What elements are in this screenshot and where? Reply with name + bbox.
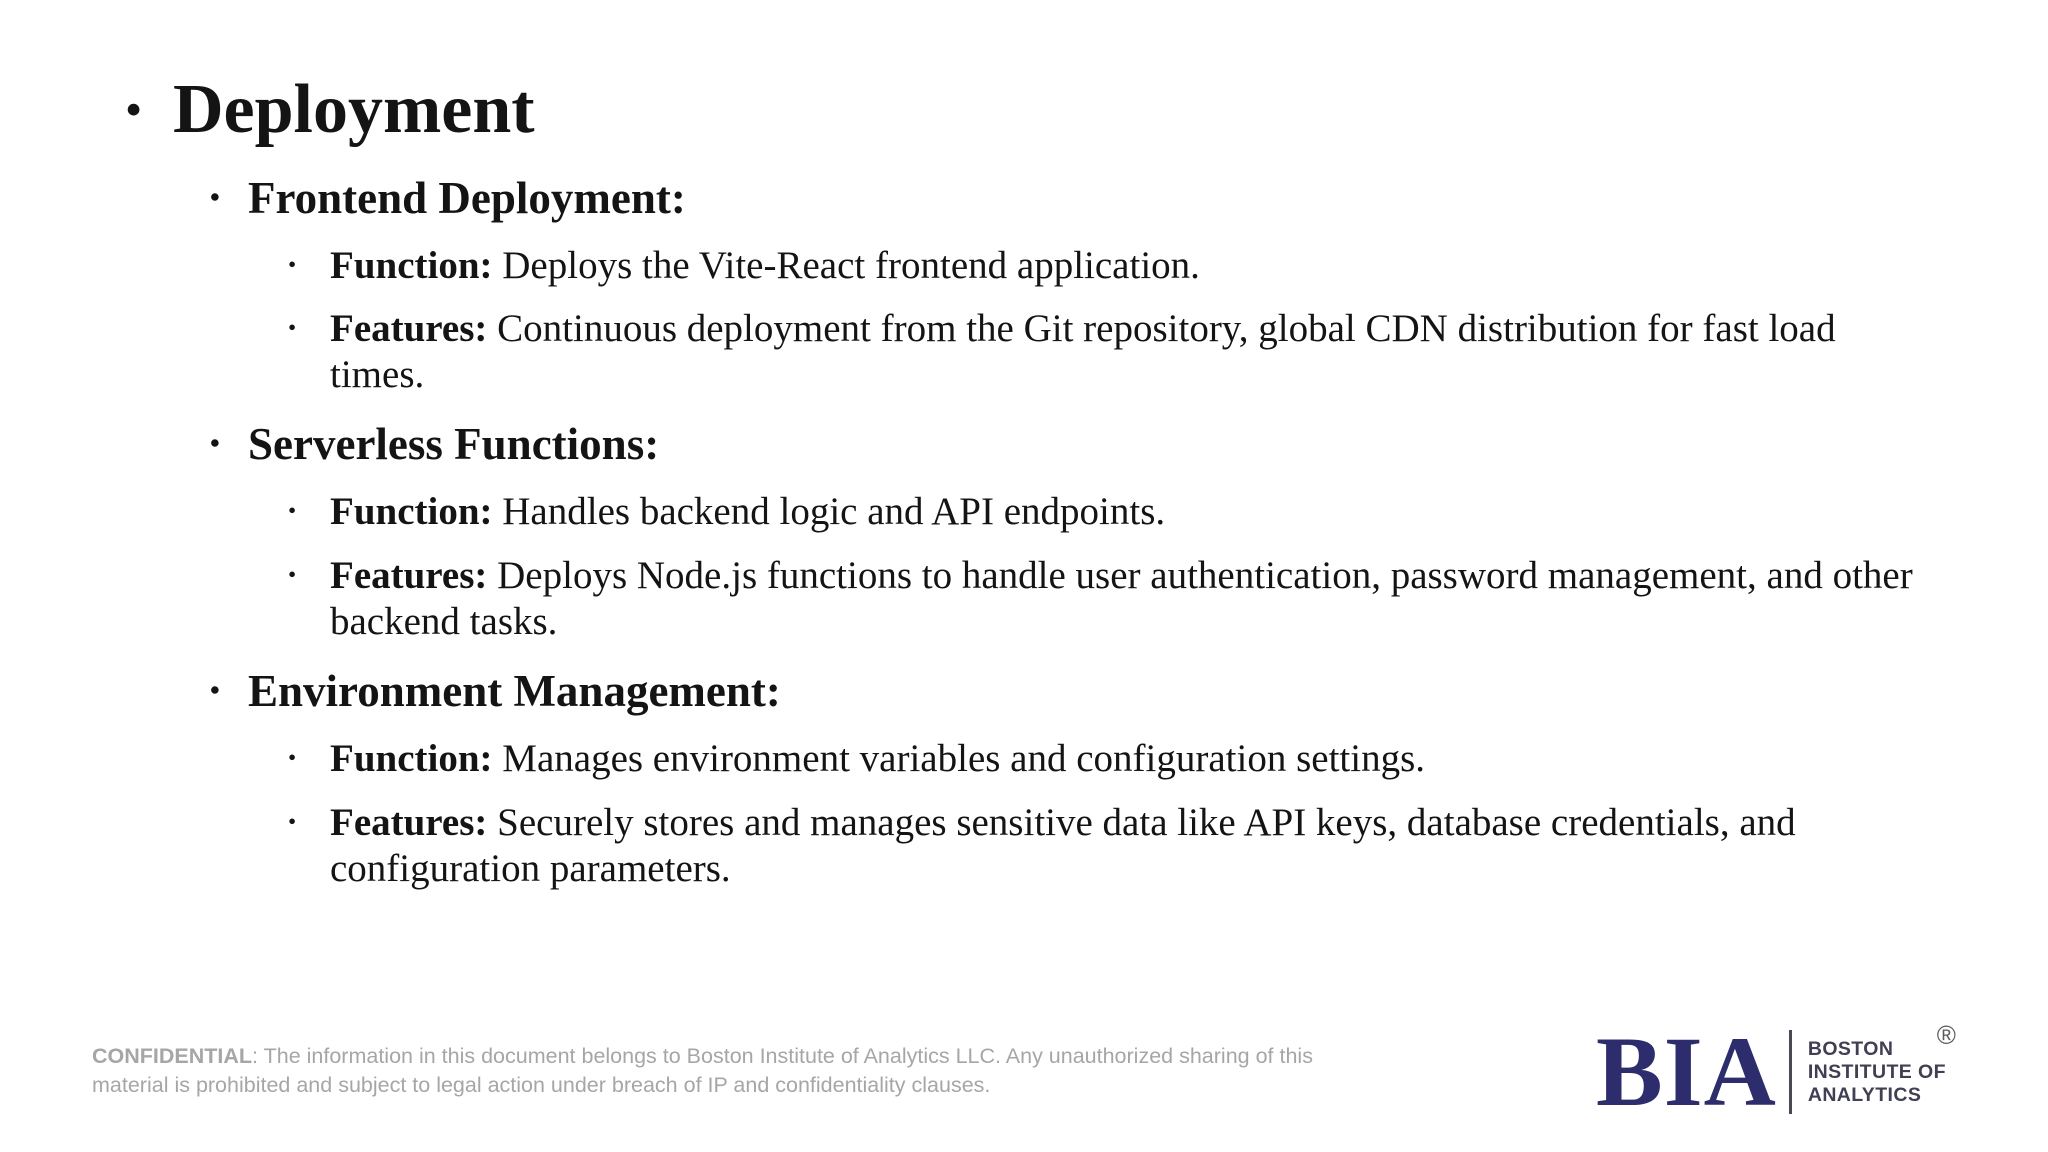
- section-heading: Serverless Functions:: [248, 419, 660, 470]
- slide-title-row: • Deployment: [126, 70, 2048, 151]
- section-heading-row: • Environment Management:: [210, 664, 2048, 718]
- bullet-icon: •: [288, 562, 297, 588]
- bullet-icon: •: [288, 498, 297, 525]
- logo-name-line: ANALYTICS: [1807, 1083, 1922, 1106]
- bullet-icon: •: [126, 86, 142, 134]
- bullet-icon: •: [210, 181, 220, 213]
- item-label: Function:: [330, 490, 493, 534]
- list-item: • Function: Deploys the Vite-React front…: [288, 243, 2048, 289]
- item-text: Deploys Node.js functions to handle user…: [330, 554, 1913, 643]
- item-label: Features:: [330, 554, 488, 597]
- confidential-label: CONFIDENTIAL: [92, 1044, 253, 1068]
- item-label: Features:: [330, 307, 488, 351]
- bullet-icon: •: [210, 675, 220, 707]
- item-label: Function:: [330, 737, 493, 781]
- section-heading: Environment Management:: [248, 666, 781, 717]
- list-item-text: Features: Securely stores and manages se…: [330, 800, 1935, 891]
- list-item: • Function: Manages environment variable…: [288, 736, 2048, 782]
- list-item-text: Features: Continuous deployment from the…: [330, 306, 1935, 397]
- section-heading-row: • Serverless Functions:: [210, 417, 2048, 471]
- logo-name-line: INSTITUTE OF: [1807, 1060, 1946, 1083]
- list-item-text: Function: Manages environment variables …: [330, 736, 1935, 782]
- item-text: Deploys the Vite-React frontend applicat…: [502, 243, 1200, 287]
- logo-name-line: BOSTON: [1807, 1037, 1894, 1060]
- registered-trademark-icon: ®: [1936, 1020, 1956, 1050]
- bullet-icon: •: [288, 315, 297, 342]
- bullet-list: • Deployment • Frontend Deployment: • Fu…: [0, 70, 2048, 891]
- slide-title: Deployment: [173, 71, 535, 148]
- bullet-icon: •: [288, 251, 297, 278]
- item-label: Features:: [330, 800, 488, 844]
- confidential-text: : The information in this document belon…: [92, 1044, 1313, 1097]
- list-item: • Features: Securely stores and manages …: [288, 800, 2048, 891]
- list-item-text: Function: Deploys the Vite-React fronten…: [330, 243, 1935, 289]
- bullet-icon: •: [288, 808, 297, 835]
- bullet-icon: •: [288, 745, 297, 772]
- item-text: Manages environment variables and config…: [502, 737, 1426, 781]
- bia-acronym-logo: BIA: [1596, 1016, 1777, 1127]
- section-heading-row: • Frontend Deployment:: [210, 171, 2048, 225]
- list-item: • Features: Deploys Node.js functions to…: [288, 553, 2048, 644]
- item-text: Continuous deployment from the Git repos…: [330, 307, 1836, 396]
- list-item-text: Features: Deploys Node.js functions to h…: [330, 553, 1935, 644]
- list-item: • Features: Continuous deployment from t…: [288, 306, 2048, 397]
- logo-name: BOSTON INSTITUTE OF ANALYTICS: [1808, 1038, 1946, 1107]
- list-item: • Function: Handles backend logic and AP…: [288, 489, 2048, 535]
- item-text: Handles backend logic and API endpoints.: [502, 490, 1166, 534]
- footer-confidential-notice: CONFIDENTIAL: The information in this do…: [92, 1042, 1362, 1099]
- bia-logo: BIA BOSTON INSTITUTE OF ANALYTICS ®: [1596, 1016, 1956, 1127]
- list-item-text: Function: Handles backend logic and API …: [330, 489, 1935, 535]
- item-label: Function:: [330, 243, 493, 287]
- section-heading: Frontend Deployment:: [248, 172, 686, 223]
- logo-divider: [1788, 1030, 1792, 1114]
- bullet-icon: •: [210, 428, 220, 460]
- item-text: Securely stores and manages sensitive da…: [330, 800, 1796, 890]
